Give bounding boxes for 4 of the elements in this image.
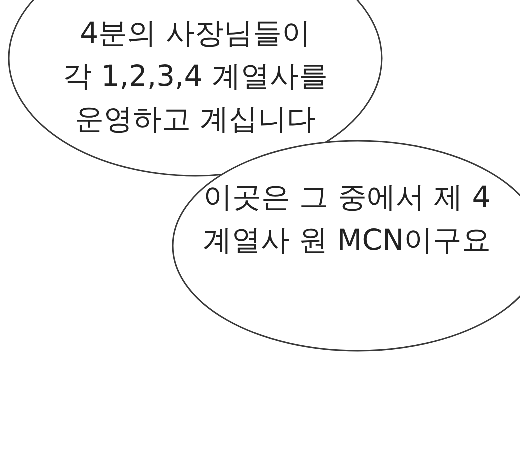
bubble-text: 이곳은 그 중에서 제 4계열사 원 MCN이구요 [202, 179, 492, 259]
speech-bubble [8, 0, 383, 177]
bubble-text: 4분의 사장님들이 각 1,2,3,4 계열사를 운영하고 계십니다 [63, 15, 328, 138]
speech-bubble [172, 140, 520, 352]
